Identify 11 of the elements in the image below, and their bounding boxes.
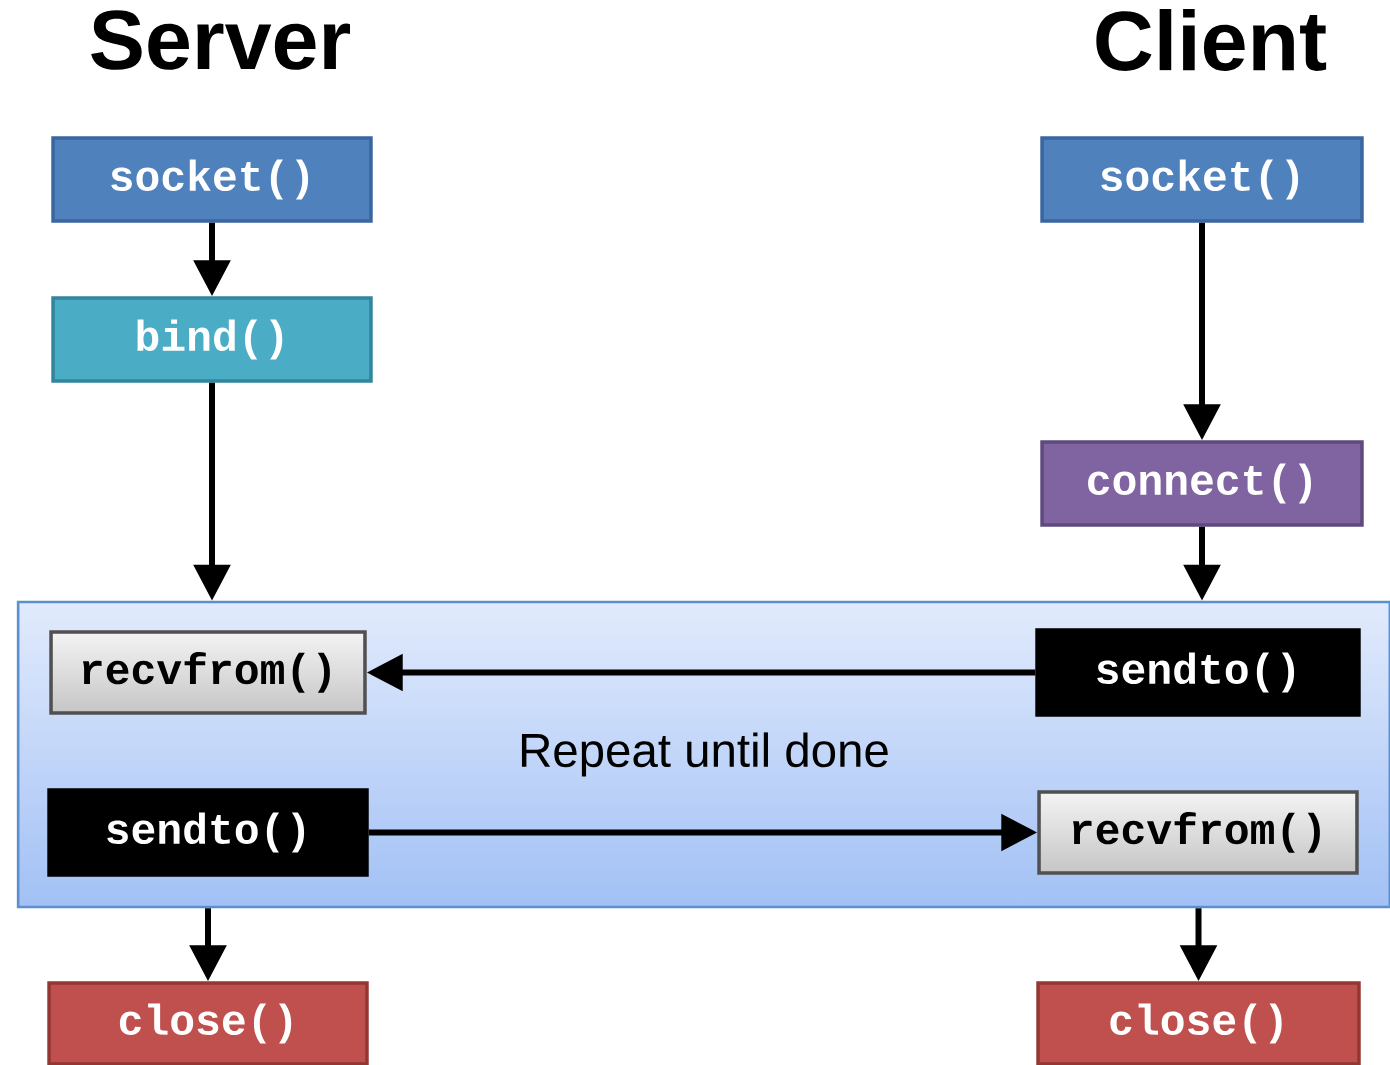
function-box: socket(): [51, 136, 373, 223]
function-box: close(): [47, 981, 369, 1065]
function-box: bind(): [51, 296, 373, 383]
function-box: sendto(): [47, 788, 369, 877]
column-heading: Server: [91, 10, 350, 70]
function-box: sendto(): [1035, 628, 1361, 717]
function-box: recvfrom(): [49, 630, 367, 715]
function-box: recvfrom(): [1037, 790, 1359, 875]
function-box: connect(): [1040, 440, 1364, 527]
function-box: close(): [1036, 981, 1361, 1065]
function-box: socket(): [1040, 136, 1364, 223]
